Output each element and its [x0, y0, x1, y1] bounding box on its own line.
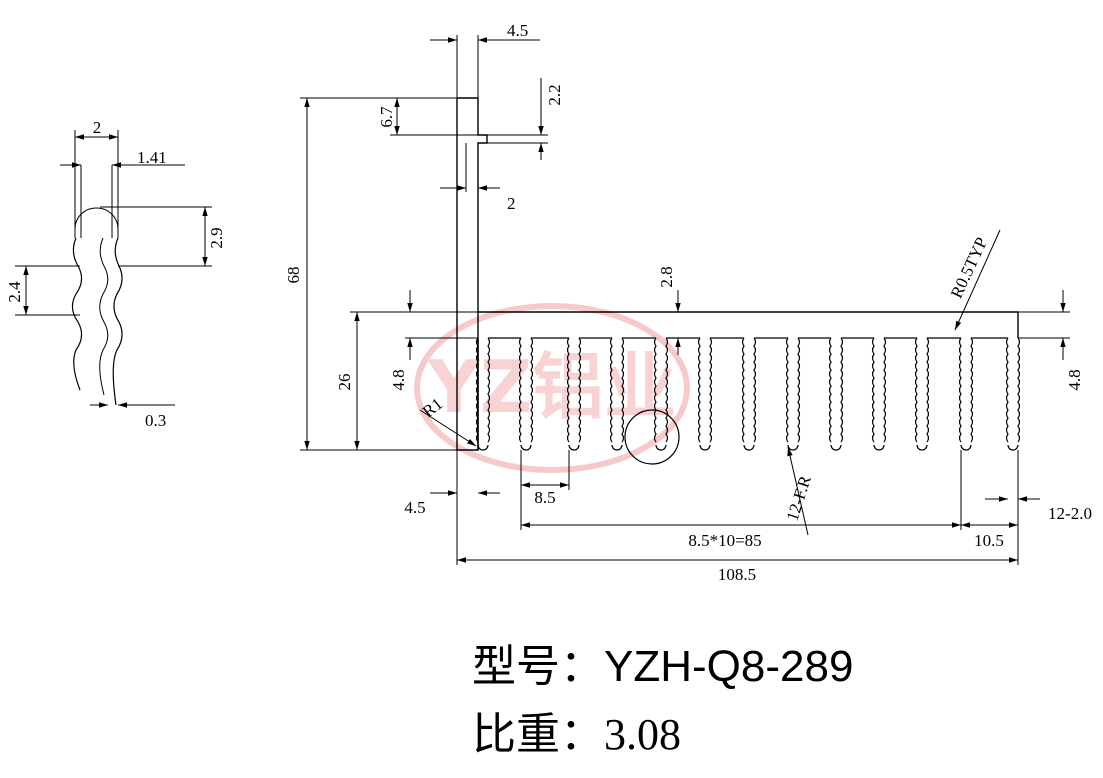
dim-base-thickness-right: 4.8 — [1065, 369, 1084, 390]
fin-left-edge — [828, 337, 832, 443]
watermark-text: YZ铝业 — [427, 345, 676, 429]
fin-right-edge — [621, 337, 625, 443]
fin-array — [475, 337, 1021, 451]
dim-fin-span: 8.5*10=85 — [688, 531, 761, 550]
fin-tip — [520, 444, 532, 451]
weight-label: 比重： — [472, 710, 604, 759]
fin-left-edge — [1005, 337, 1009, 443]
fin-right-edge — [970, 337, 974, 443]
fin-left-edge — [741, 337, 745, 443]
fin-right-edge — [487, 337, 491, 443]
fin-right-edge — [797, 337, 801, 443]
fin-tip — [611, 444, 623, 451]
dim-top-thickness: 4.5 — [507, 21, 528, 40]
fin-right-edge — [926, 337, 930, 443]
specific-weight: 比重：3.08 — [472, 698, 681, 762]
fin-tip — [568, 444, 580, 451]
fin-right-edge — [883, 337, 887, 443]
model-label: 型号： — [472, 642, 604, 691]
fin-tip — [916, 444, 928, 451]
dim-end-gap: 10.5 — [974, 531, 1004, 550]
dim-base-thickness-left: 4.8 — [389, 369, 408, 390]
fin-left-edge — [475, 337, 479, 443]
dimension-lines — [300, 35, 1070, 565]
fin-tip — [655, 444, 667, 451]
fin-profile-detail — [15, 130, 212, 408]
fin-left-edge — [785, 337, 789, 443]
fin-left-edge — [653, 337, 657, 443]
dim-total-height: 68 — [284, 267, 303, 284]
dim-fin-note: 12-F.R — [783, 473, 816, 524]
dim-pitch: 2.4 — [5, 281, 24, 303]
fin-left-edge — [518, 337, 522, 443]
fin-left-edge — [566, 337, 570, 443]
fin-right-edge — [840, 337, 844, 443]
fin-right-edge — [665, 337, 669, 443]
fin-tip — [743, 444, 755, 451]
fin-tip — [787, 444, 799, 451]
fin-tip — [960, 444, 972, 451]
dim-total-width: 108.5 — [718, 565, 756, 584]
fin-left-edge — [914, 337, 918, 443]
dim-thickness: 0.3 — [145, 411, 166, 430]
dim-inner-width: 1.41 — [137, 148, 167, 167]
dim-fin-root: 2.8 — [657, 266, 676, 287]
fin-right-edge — [1017, 337, 1021, 443]
fin-right-edge — [530, 337, 534, 443]
detail-circle-marker — [624, 409, 680, 465]
dim-left-offset: 4.5 — [404, 498, 425, 517]
dim-slot-gap: 2.2 — [545, 84, 564, 105]
weight-value: 3.08 — [604, 710, 681, 759]
fin-left-edge — [958, 337, 962, 443]
dim-slot-height: 6.7 — [377, 106, 396, 128]
dim-end-fin: 12-2.0 — [1048, 504, 1092, 523]
watermark-logo: YZ铝业 — [414, 303, 690, 473]
fin-left-edge — [697, 337, 701, 443]
fin-tip — [830, 444, 842, 451]
dim-base-height: 26 — [335, 374, 354, 391]
fin-right-edge — [578, 337, 582, 443]
dim-width: 2 — [93, 118, 102, 137]
model-number: 型号：YZH-Q8-289 — [472, 630, 853, 694]
dim-fin-pitch: 8.5 — [534, 488, 555, 507]
model-value: YZH-Q8-289 — [604, 642, 854, 691]
fin-tip — [477, 444, 489, 451]
fin-tip — [873, 444, 885, 451]
fin-left-edge — [609, 337, 613, 443]
fin-right-edge — [753, 337, 757, 443]
dim-height: 2.9 — [207, 227, 226, 248]
fin-tip — [1007, 444, 1019, 451]
fin-tip — [699, 444, 711, 451]
fin-left-edge — [871, 337, 875, 443]
dim-slot-width: 2 — [507, 194, 516, 213]
fin-right-edge — [709, 337, 713, 443]
dim-radius-typ: R0.5TYP — [947, 234, 992, 301]
